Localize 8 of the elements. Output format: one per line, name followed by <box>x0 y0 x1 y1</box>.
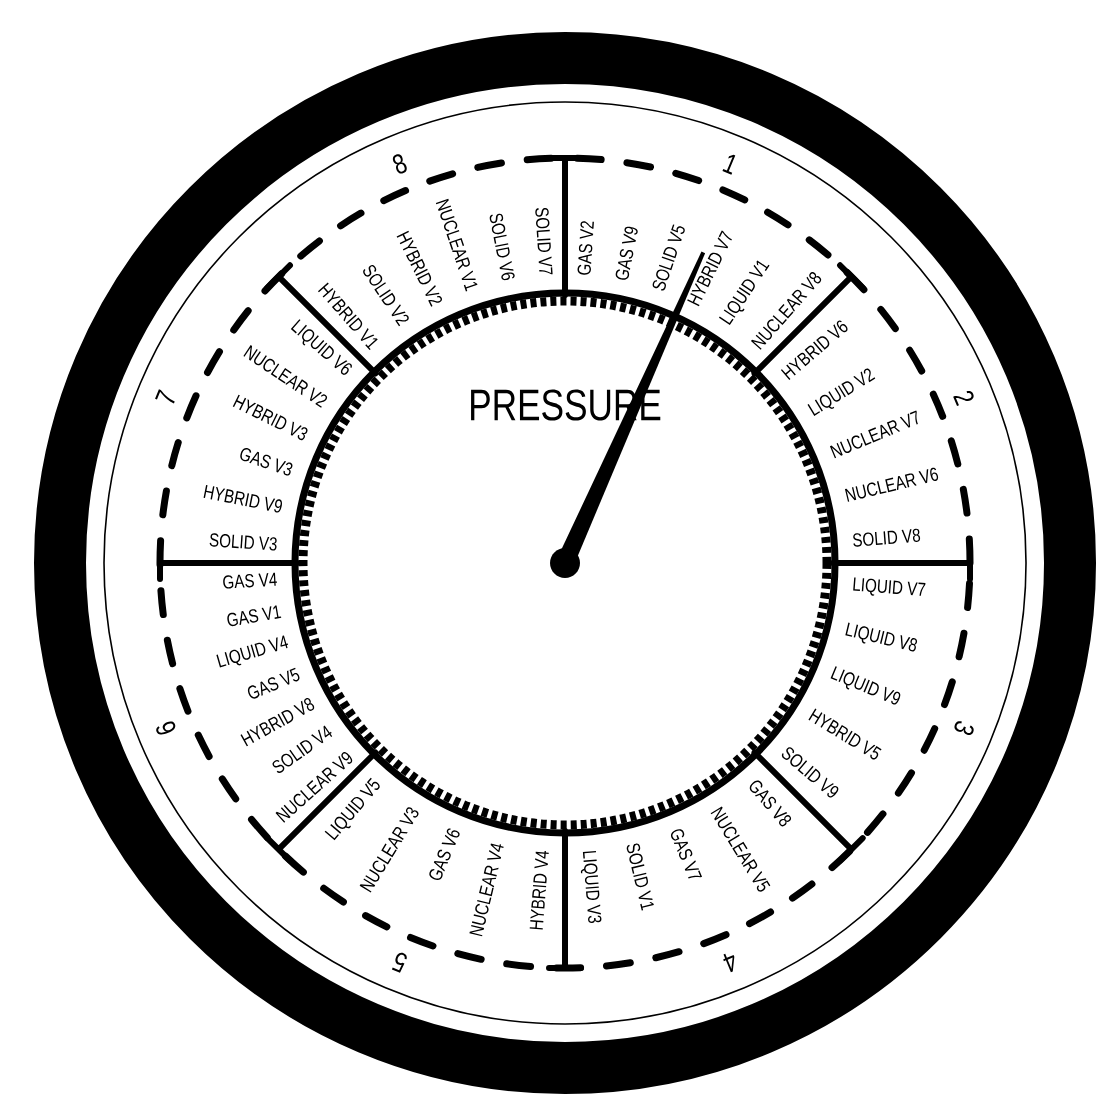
sector-number: 4 <box>723 953 735 973</box>
sector-number: 5 <box>391 952 407 973</box>
sector-number: 8 <box>392 154 407 174</box>
sector-number: 6 <box>156 721 176 735</box>
sector-number: 2 <box>953 390 974 407</box>
sector-number: 7 <box>155 389 175 404</box>
sector-number: 3 <box>954 721 974 736</box>
sector-number: 1 <box>722 154 736 175</box>
